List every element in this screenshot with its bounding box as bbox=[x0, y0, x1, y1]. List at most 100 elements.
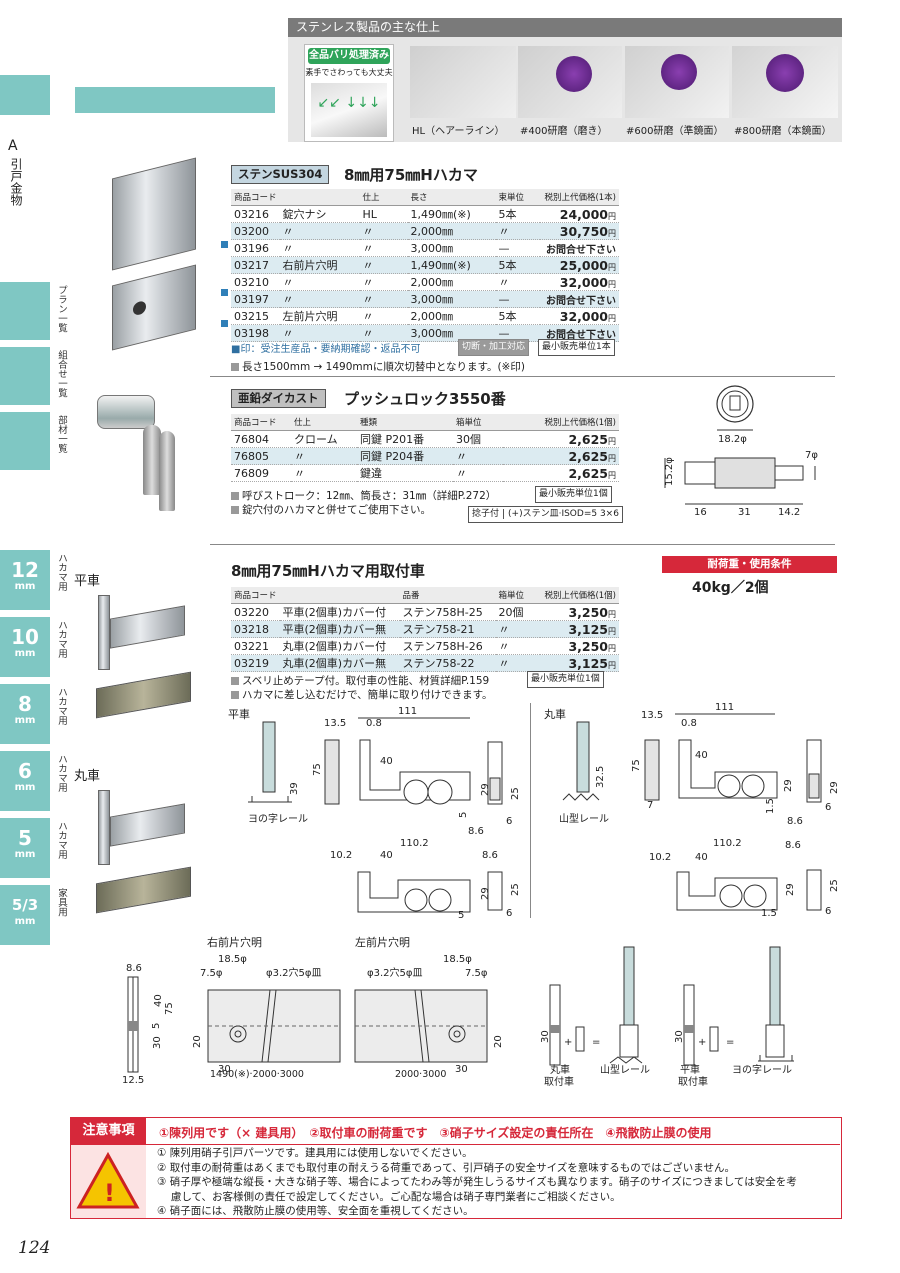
dim-15-2: 15.2φ bbox=[664, 457, 675, 486]
flat-roller-label: 平車 bbox=[74, 574, 101, 589]
price: 32,000円 bbox=[539, 273, 619, 291]
min-unit-pill: 最小販売単位1個 bbox=[527, 671, 604, 688]
rail-label: 山型レール bbox=[559, 812, 609, 825]
svg-text:φ3.2穴5φ皿: φ3.2穴5φ皿 bbox=[266, 966, 321, 979]
flower-image bbox=[661, 54, 697, 90]
made-to-order-note: ■印：受注生産品・要納期確認・返品不可 bbox=[231, 344, 421, 355]
size-tab-8mm-label: ハカマ用 bbox=[56, 687, 67, 725]
dim-31: 31 bbox=[738, 507, 751, 518]
right-hole-label: 右前片穴明 bbox=[207, 936, 262, 949]
svg-text:110.2: 110.2 bbox=[400, 838, 429, 849]
svg-text:5: 5 bbox=[151, 1023, 162, 1029]
svg-text:0.8: 0.8 bbox=[681, 718, 697, 729]
made-to-order-marker bbox=[221, 288, 228, 296]
table-row: 76805〃同鍵 P204番〃2,625円 bbox=[231, 447, 619, 465]
hole-icon bbox=[133, 299, 146, 317]
section-title: 8㎜用75㎜Hハカマ用取付車 bbox=[231, 562, 425, 580]
svg-text:25: 25 bbox=[829, 879, 840, 892]
round-roller-photo bbox=[98, 790, 110, 865]
hakama-photo-hole bbox=[112, 264, 196, 351]
table-row: 03198〃〃3,000㎜—お問合せ下さい bbox=[231, 324, 619, 342]
svg-text:=: = bbox=[726, 1037, 734, 1048]
svg-text:=: = bbox=[592, 1037, 600, 1048]
svg-text:30: 30 bbox=[674, 1030, 685, 1043]
svg-text:1.5: 1.5 bbox=[761, 908, 777, 919]
length-change-note: 長さ1500mm → 1490mmに順次切替中となります。(※印) bbox=[231, 359, 525, 374]
section-title: プッシュロック3550番 bbox=[344, 390, 506, 408]
tape-note: スベリ止めテープ付。取付車の性能、材質詳細P.159 bbox=[231, 673, 489, 688]
svg-text:7.5φ: 7.5φ bbox=[465, 968, 488, 979]
svg-text:13.5: 13.5 bbox=[641, 710, 663, 721]
table-header: 商品コード品番箱単位税別上代価格(1個) bbox=[231, 587, 619, 604]
tab-parts-list[interactable] bbox=[0, 412, 50, 470]
svg-text:40: 40 bbox=[695, 852, 708, 863]
svg-text:75: 75 bbox=[164, 1002, 175, 1015]
svg-text:山型レール: 山型レール bbox=[600, 1063, 650, 1076]
svg-text:111: 111 bbox=[715, 702, 734, 713]
size-tab-5mm-label: ハカマ用 bbox=[56, 821, 67, 859]
flat-drawing-label: 平車 bbox=[228, 708, 250, 721]
caution-divider bbox=[71, 1144, 840, 1145]
svg-text:20: 20 bbox=[493, 1035, 504, 1048]
svg-text:!: ! bbox=[104, 1179, 115, 1207]
svg-text:5: 5 bbox=[458, 812, 469, 818]
svg-text:φ3.2穴5φ皿: φ3.2穴5φ皿 bbox=[367, 966, 422, 979]
price: お問合せ下さい bbox=[539, 290, 619, 308]
svg-text:20: 20 bbox=[192, 1035, 203, 1048]
pushlock-drawing: 18.2φ 15.2φ 7φ 16 31 14.2 bbox=[664, 385, 818, 518]
svg-text:30: 30 bbox=[152, 1036, 163, 1049]
load-value: 40kg／2個 bbox=[692, 580, 769, 596]
svg-text:75: 75 bbox=[312, 763, 323, 776]
svg-text:1.5: 1.5 bbox=[765, 798, 776, 814]
svg-text:110.2: 110.2 bbox=[713, 838, 742, 849]
warning-icon: ! bbox=[71, 1145, 146, 1218]
flower-image bbox=[766, 54, 804, 92]
finish-sample-hl bbox=[410, 46, 516, 118]
finish-label-800: #800研磨（本鏡面） bbox=[734, 126, 832, 137]
finish-sample-800 bbox=[732, 46, 838, 118]
drawing-divider bbox=[530, 703, 531, 918]
finish-panel-title: ステンレス製品の主な仕上 bbox=[288, 18, 842, 37]
finish-label-400: #400研磨（磨き） bbox=[520, 126, 608, 137]
table-row: 03200〃〃2,000㎜〃30,750円 bbox=[231, 222, 619, 240]
svg-text:8.6: 8.6 bbox=[482, 850, 498, 861]
left-hole-label: 左前片穴明 bbox=[355, 936, 410, 949]
left-lengths: 2000·3000 bbox=[395, 1069, 446, 1080]
svg-text:8.6: 8.6 bbox=[787, 816, 803, 827]
svg-text:+: + bbox=[698, 1037, 706, 1048]
deburr-badge-sub: 素手でさわっても大丈夫 bbox=[305, 68, 393, 77]
svg-text:8.6: 8.6 bbox=[785, 840, 801, 851]
header-teal-bar bbox=[75, 87, 275, 113]
lock-cylinder bbox=[97, 395, 155, 429]
assembly-drawings: 30 + = 丸車 取付車 山型レール 30 + = 平車 取付車 ヨの字レール bbox=[540, 946, 794, 1088]
svg-text:40: 40 bbox=[695, 750, 708, 761]
divider bbox=[210, 376, 835, 377]
svg-text:8.6: 8.6 bbox=[468, 826, 484, 837]
tab-combo-list[interactable] bbox=[0, 347, 50, 405]
hakama-photo-plain bbox=[112, 157, 196, 271]
pushlock-photo bbox=[95, 395, 175, 515]
price: 25,000円 bbox=[539, 256, 619, 274]
svg-text:丸車: 丸車 bbox=[550, 1063, 570, 1076]
svg-text:13.5: 13.5 bbox=[324, 718, 346, 729]
tab-plan-list[interactable] bbox=[0, 282, 50, 340]
caution-headline: ①陳列用です（× 建具用） ②取付車の耐荷重です ③硝子サイズ設定の責任所在 ④… bbox=[159, 1126, 712, 1140]
finish-panel: ステンレス製品の主な仕上 全品バリ処理済み 素手でさわっても大丈夫 ↙↙ ↓↓↓… bbox=[288, 18, 842, 142]
caution-line-3: ③ 硝子厚や極端な縦長・大きな硝子等、場合によってたわみ等が発生しうるサイズも異… bbox=[157, 1176, 797, 1188]
cut-service-pill: 切断・加工対応 bbox=[458, 339, 530, 356]
round-drawing-label: 丸車 bbox=[544, 708, 566, 721]
usage-note: 錠穴付のハカマと併せてご使用下さい。 bbox=[231, 502, 431, 517]
svg-text:18.5φ: 18.5φ bbox=[443, 954, 472, 965]
svg-text:40: 40 bbox=[380, 850, 393, 861]
section-a-bar bbox=[0, 75, 50, 115]
